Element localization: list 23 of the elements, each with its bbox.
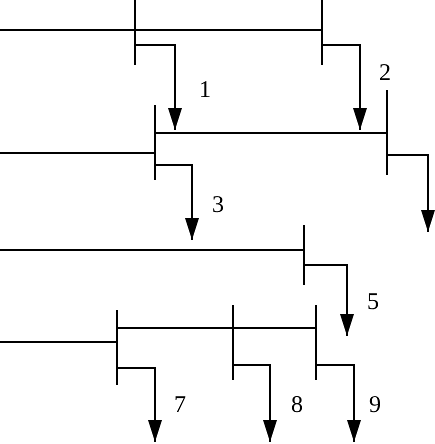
flow-arrow — [305, 264, 354, 336]
line — [118, 327, 232, 329]
flow-arrow — [118, 367, 162, 442]
load-number: 8 — [291, 393, 303, 417]
load-number: 7 — [174, 393, 186, 417]
flow-arrow — [317, 364, 361, 442]
line — [0, 249, 303, 251]
flow-arrow — [156, 164, 199, 240]
flow-arrow — [388, 154, 435, 232]
line — [234, 327, 315, 329]
load-number: 5 — [367, 290, 379, 314]
line — [0, 29, 134, 31]
load-number: 3 — [212, 193, 224, 217]
flow-arrow — [234, 364, 277, 442]
load-number: 1 — [199, 78, 211, 102]
line — [136, 29, 321, 31]
line — [0, 152, 154, 154]
load-number: 9 — [369, 393, 381, 417]
flow-arrow — [136, 44, 182, 130]
flow-arrow — [323, 44, 367, 130]
line — [156, 132, 386, 134]
line — [0, 341, 116, 343]
load-number: 2 — [379, 61, 391, 85]
